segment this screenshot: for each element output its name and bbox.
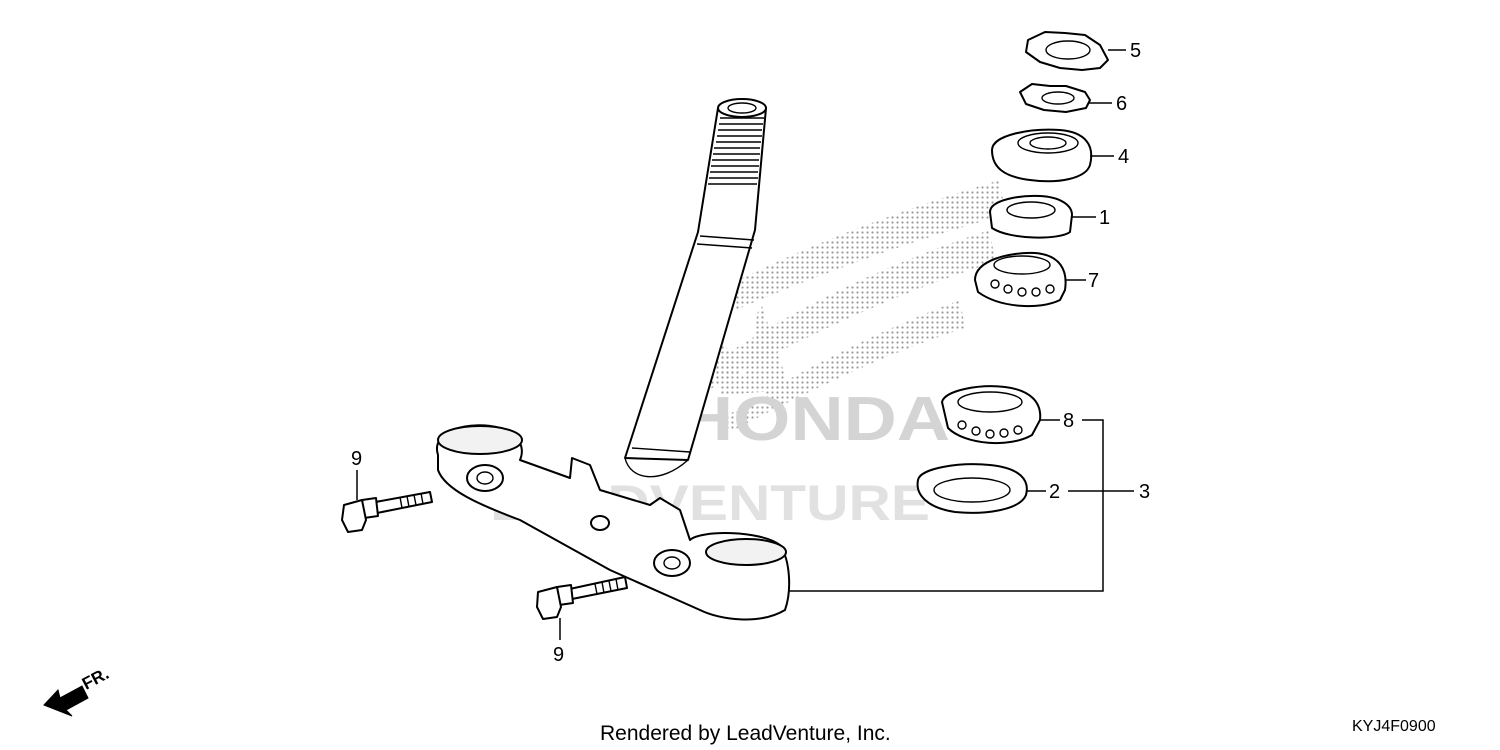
callout-9-lower: 9 (553, 644, 564, 666)
callout-6: 6 (1116, 93, 1127, 115)
leader-lines (356, 49, 1134, 640)
callout-9-upper: 9 (351, 448, 362, 470)
bottom-bridge (435, 424, 791, 621)
callout-2: 2 (1049, 481, 1060, 503)
front-direction-arrow-icon (43, 685, 89, 717)
callout-8: 8 (1063, 410, 1074, 432)
callout-1: 1 (1099, 207, 1110, 229)
callout-4: 4 (1118, 146, 1129, 168)
diagram-code: KYJ4F0900 (1352, 718, 1436, 735)
adjusting-nut (991, 128, 1093, 183)
top-cone-race (989, 194, 1073, 239)
bolt-lower (536, 576, 628, 620)
honda-wing-watermark (680, 180, 1005, 432)
lock-nut (1025, 31, 1109, 71)
dust-seal (916, 463, 1028, 514)
watermark-brand: HONDA (680, 385, 950, 454)
footer-credit: Rendered by LeadVenture, Inc. (600, 722, 891, 745)
bolt-upper (341, 491, 433, 533)
callout-5: 5 (1130, 40, 1141, 62)
callout-7: 7 (1088, 270, 1099, 292)
callout-3: 3 (1139, 481, 1150, 503)
lock-washer (1019, 83, 1091, 113)
top-bearing (974, 251, 1067, 308)
bottom-bearing (941, 385, 1042, 445)
